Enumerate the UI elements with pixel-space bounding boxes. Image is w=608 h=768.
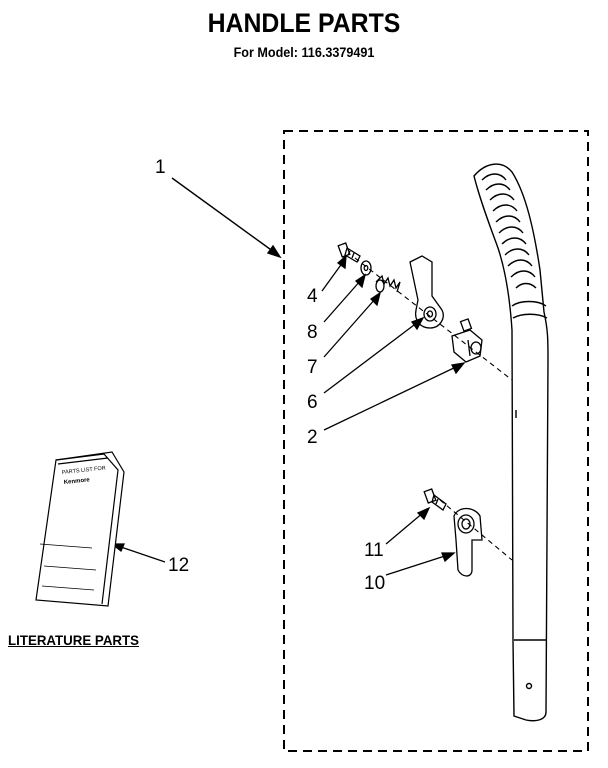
- leader-7: [323, 291, 382, 358]
- clip-part-10: [453, 507, 483, 577]
- model-subtitle: For Model: 116.3379491: [233, 44, 375, 60]
- leader-6: [323, 316, 425, 394]
- alignment-line-upper: [354, 257, 513, 381]
- clamp-part-2: [451, 318, 483, 363]
- callout-11: 11: [364, 540, 384, 561]
- callout-6: 6: [307, 392, 318, 413]
- booklet-line-1: PARTS LIST FOR: [62, 465, 106, 476]
- callout-7: 7: [307, 357, 318, 378]
- screw-part-11: [423, 488, 447, 511]
- alignment-line-lower: [439, 499, 513, 561]
- latch-part-6: [409, 255, 444, 329]
- callout-8: 8: [307, 322, 318, 343]
- handle-tube: [473, 163, 549, 722]
- callout-4: 4: [307, 286, 318, 307]
- leader-4: [321, 254, 347, 292]
- callout-12: 12: [168, 555, 190, 576]
- booklet-line-2: Kenmore: [64, 477, 91, 486]
- literature-parts-label: LITERATURE PARTS: [8, 632, 140, 648]
- leader-1: [171, 177, 282, 259]
- callout-2: 2: [307, 427, 318, 448]
- assembly-boundary: [283, 130, 589, 752]
- leader-11: [385, 506, 431, 545]
- washer-part-8: [360, 260, 372, 276]
- callout-10: 10: [364, 573, 386, 594]
- callout-1: 1: [155, 157, 166, 178]
- leader-12: [110, 543, 166, 563]
- literature-booklet: [35, 451, 125, 607]
- leader-2: [323, 362, 466, 431]
- leader-10: [385, 552, 456, 576]
- leader-8: [323, 273, 367, 323]
- spring-part-7: [375, 274, 401, 293]
- page-title: HANDLE PARTS: [207, 8, 401, 38]
